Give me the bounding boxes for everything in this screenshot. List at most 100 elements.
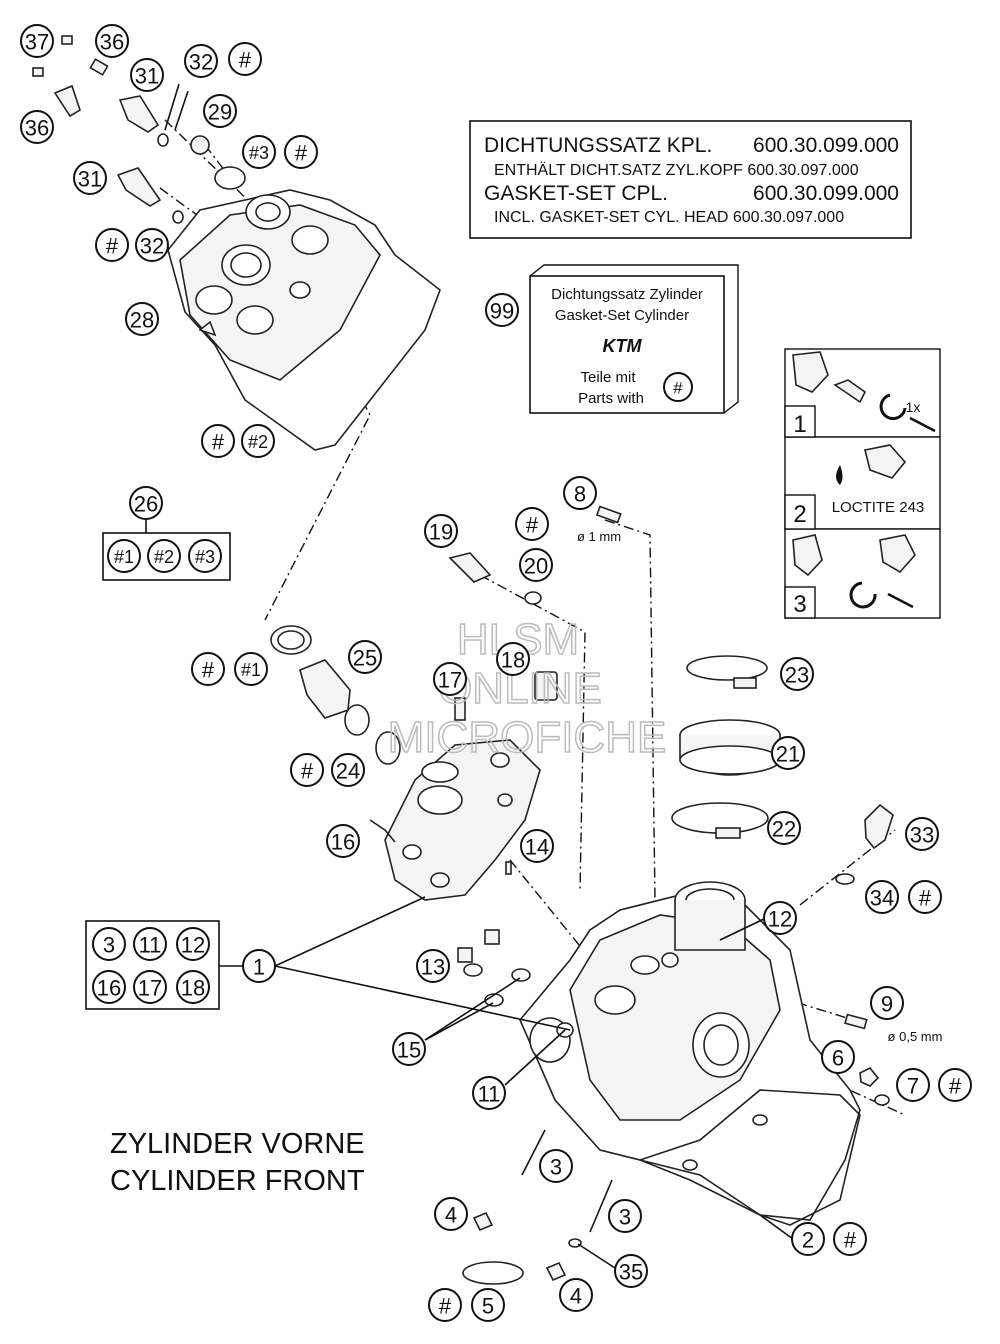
right-side-fittings: [835, 803, 894, 1106]
callout-circle: [519, 548, 553, 582]
callout-circle: [20, 110, 54, 144]
callout-circle: [135, 228, 169, 262]
callout-number: 20: [524, 554, 548, 579]
callout-b1: #1: [107, 539, 141, 573]
callout-c5: 5: [471, 1288, 505, 1322]
callout-number: 36: [100, 30, 124, 55]
part8-diameter: ø 1 mm: [577, 529, 621, 544]
callout-number: #: [295, 141, 308, 166]
callout-circle: [428, 1288, 462, 1322]
callout-number: 2: [802, 1228, 814, 1253]
callout-number: 15: [397, 1038, 421, 1063]
callout-circle: [416, 949, 450, 983]
callout-circle: [234, 652, 268, 686]
gasket-set-box: DICHTUNGSSATZ KPL. 600.30.099.000 ENTHÄL…: [469, 120, 912, 239]
step-1-turns: 1x: [906, 399, 921, 415]
callout-k11: 11: [133, 927, 167, 961]
callout-number: 16: [331, 830, 355, 855]
callout-c37: 37: [20, 24, 54, 58]
callout-circle: [284, 135, 318, 169]
tappet-and-rings: [270, 625, 401, 765]
callout-c31a: 31: [130, 58, 164, 92]
kit-title-en: Gasket-Set Cylinder: [555, 307, 689, 324]
loctite-label: LOCTITE 243: [832, 499, 925, 516]
callout-number: 21: [776, 742, 800, 767]
callout-number: 25: [353, 646, 377, 671]
callout-number: 8: [574, 482, 586, 507]
callout-circle: [821, 1040, 855, 1074]
callout-number: 11: [478, 1082, 501, 1107]
callout-c21: 21: [771, 736, 805, 770]
callout-circle: [188, 539, 222, 573]
callout-h34: #: [908, 880, 942, 914]
callout-k12: 12: [176, 927, 210, 961]
gasket-line1-de: DICHTUNGSSATZ KPL.: [484, 134, 712, 157]
callout-number: 23: [785, 663, 809, 688]
ktm-logo: KTM: [603, 336, 643, 356]
callout-circle: [520, 829, 554, 863]
callout-c99: 99: [485, 293, 519, 327]
callout-circle: [434, 1197, 468, 1231]
callout-c3b: 3: [608, 1199, 642, 1233]
cylinder-head: [519, 881, 861, 1221]
callout-circle: [896, 1068, 930, 1102]
small-fittings-mid: [369, 505, 622, 875]
kit-parts-en: Parts with: [578, 390, 644, 407]
callout-circle: [485, 293, 519, 327]
callout-c2: 2: [791, 1222, 825, 1256]
callout-number: 31: [78, 167, 102, 192]
part9-diameter: ø 0,5 mm: [888, 1029, 943, 1044]
kit-hash-mark: #: [673, 379, 683, 398]
callout-c8: 8: [563, 476, 597, 510]
callout-c19: 19: [424, 514, 458, 548]
procedure-panel: 1 2 3 1x LOCTITE 243: [784, 348, 941, 619]
callout-circle: [433, 662, 467, 696]
callout-k17: 17: [133, 970, 167, 1004]
callout-b2: #2: [147, 539, 181, 573]
callout-c11: 11: [472, 1076, 506, 1110]
callout-number: 32: [189, 50, 213, 75]
callout-b3: #3: [188, 539, 222, 573]
callout-number: 1: [253, 955, 265, 980]
callout-h32a: #: [228, 42, 262, 76]
callout-circle: [133, 970, 167, 1004]
gasket-line2: ENTHÄLT DICHT.SATZ ZYL.KOPF 600.30.097.0…: [494, 161, 859, 179]
callout-number: #1: [241, 660, 261, 680]
callout-number: 17: [138, 976, 162, 1001]
callout-number: 13: [421, 955, 445, 980]
callout-c3h: #3: [242, 135, 276, 169]
callout-k18: 18: [176, 970, 210, 1004]
callout-h5: #: [428, 1288, 462, 1322]
callout-number: 19: [429, 520, 453, 545]
step-1-number: 1: [793, 411, 806, 438]
callout-c23: 23: [780, 657, 814, 691]
callout-number: 3: [103, 933, 115, 958]
callout-circle: [176, 927, 210, 961]
callout-circle: [95, 228, 129, 262]
callout-number: 35: [619, 1260, 643, 1285]
callout-c28: 28: [125, 302, 159, 336]
callout-c15: 15: [392, 1032, 426, 1066]
callout-circle: [938, 1068, 972, 1102]
callout-number: 18: [501, 648, 525, 673]
intake-parts: [671, 655, 781, 839]
kit-parts-de: Teile mit: [580, 369, 636, 386]
callout-circle: [92, 927, 126, 961]
callout-number: #: [919, 886, 932, 911]
callout-c36a: 36: [95, 24, 129, 58]
callout-circle: [184, 44, 218, 78]
callout-number: 9: [881, 992, 893, 1017]
callout-c31b: 31: [73, 161, 107, 195]
callout-circle: [130, 58, 164, 92]
callout-circle: [20, 24, 54, 58]
callout-c35: 35: [614, 1254, 648, 1288]
callout-c6: 6: [821, 1040, 855, 1074]
callout-circle: [203, 94, 237, 128]
callout-c18: 18: [496, 642, 530, 676]
callout-circle: [539, 1149, 573, 1183]
callout-circle: [95, 24, 129, 58]
gasket-line3-en: GASKET-SET CPL.: [484, 182, 668, 205]
callout-c13: 13: [416, 949, 450, 983]
